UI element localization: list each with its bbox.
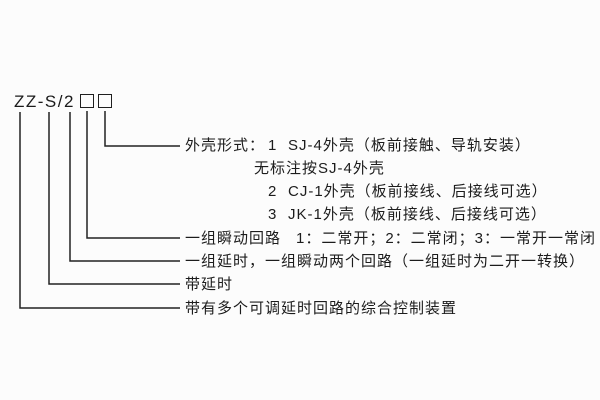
shell-option-1-num: 1 — [268, 137, 278, 154]
connector-two-circuits — [69, 112, 180, 262]
connector-device-desc — [19, 112, 180, 309]
connector-shell-type — [104, 111, 180, 147]
with-delay-label: 带延时 — [185, 276, 234, 293]
connector-with-delay — [48, 112, 180, 285]
device-desc-label: 带有多个可调延时回路的综合控制装置 — [185, 300, 458, 317]
shell-option-1-desc: SJ-4外壳（板前接触、导轨安装） — [288, 137, 531, 154]
instant-circuit-label: 一组瞬动回路 — [185, 230, 282, 247]
shell-type-label: 外壳形式： — [185, 137, 266, 154]
model-code: ZZ-S/2 — [14, 92, 75, 111]
shell-option-2-num: 2 — [268, 183, 278, 200]
model-digit-box-1 — [80, 94, 94, 108]
connector-instant-circuit — [86, 111, 180, 239]
instant-circuit-detail: 1：二常开；2：二常闭；3：一常开一常闭 — [296, 230, 597, 247]
shell-option-3-num: 3 — [268, 206, 278, 223]
shell-option-3-desc: JK-1外壳（板前接线、后接线可选） — [288, 206, 547, 223]
model-digit-box-2 — [98, 94, 112, 108]
two-circuits-label: 一组延时，一组瞬动两个回路（一组延时为二开一转换） — [185, 253, 586, 270]
shell-type-note: 无标注按SJ-4外壳 — [254, 160, 385, 177]
shell-option-2-desc: CJ-1外壳（板前接线、后接线可选） — [288, 183, 548, 200]
